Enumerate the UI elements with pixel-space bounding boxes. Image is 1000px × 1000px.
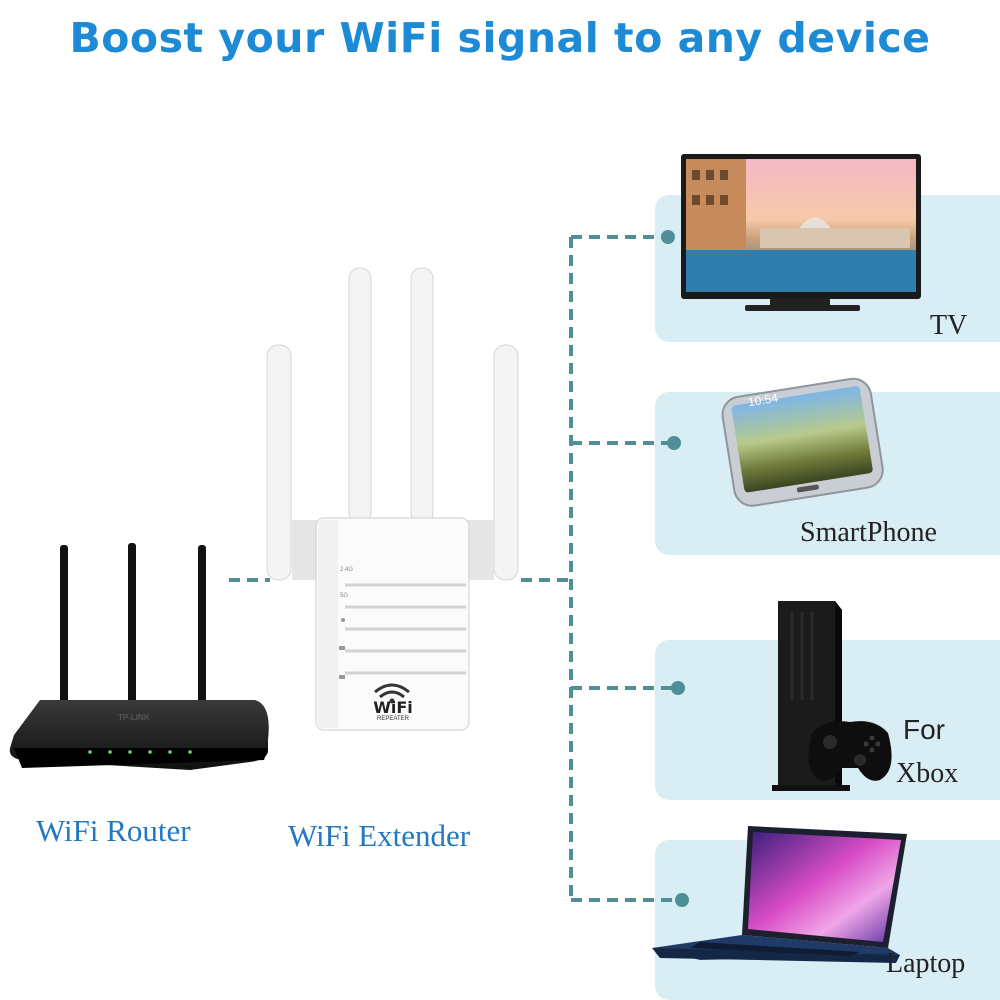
extender-indicator-24g: 2.4G: [340, 567, 354, 573]
connector-lines: [229, 235, 676, 902]
wifi-extender-image: [266, 267, 519, 731]
tv-label: TV: [930, 310, 968, 341]
smartphone-image: [721, 377, 884, 507]
smartphone-label: SmartPhone: [800, 517, 937, 548]
router-brand: TP-LINK: [118, 713, 150, 722]
headline: Boost your WiFi signal to any device: [69, 14, 931, 62]
wifi-extender-caption: WiFi Extender: [288, 818, 471, 853]
xbox-image: [772, 601, 892, 791]
extender-repeater-text: REPEATER: [377, 716, 409, 722]
wifi-router-image: [9, 543, 269, 770]
extender-indicator-5g: 5G: [340, 593, 349, 599]
xbox-label-for: For: [903, 714, 945, 745]
wifi-router-caption: WiFi Router: [36, 813, 191, 848]
laptop-label: Laptop: [886, 948, 966, 979]
xbox-label: Xbox: [896, 758, 959, 789]
connector-dots: [661, 230, 689, 907]
laptop-image: [652, 826, 907, 963]
tv-image: [681, 154, 921, 311]
extender-logo-text: WiFi: [373, 698, 413, 717]
